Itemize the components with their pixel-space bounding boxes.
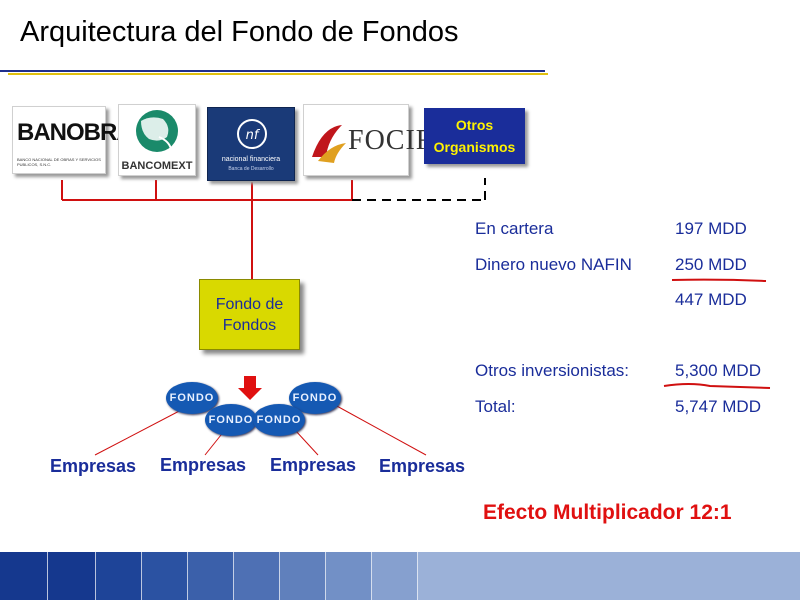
dinero-nuevo-label: Dinero nuevo NAFIN — [475, 255, 632, 274]
slide-title: Arquitectura del Fondo de Fondos — [20, 16, 459, 48]
otros-line2: Organismos — [433, 139, 516, 155]
bancomext-logo: BANCOMEXT — [118, 104, 196, 176]
otros-organismos-box: Otros Organismos — [424, 108, 525, 164]
en-cartera-label: En cartera — [475, 219, 554, 238]
banobras-logo: BANOBRAS BANCO NACIONAL DE OBRAS Y SERVI… — [12, 106, 149, 174]
dinero-nuevo-value: 250 MDD — [675, 255, 747, 274]
empresas-label: Empresas — [270, 455, 357, 475]
empresas-label: Empresas — [50, 456, 137, 476]
title-rule-blue — [0, 70, 545, 72]
empresas-label: Empresas — [160, 455, 247, 475]
banobras-subtext: BANCO NACIONAL DE OBRAS Y SERVICIOS PUBL… — [17, 157, 101, 167]
nafin-emblem-icon: nf — [237, 119, 267, 149]
fondo-ellipse: FONDO — [253, 404, 305, 436]
fondo-de-fondos-box: Fondo de Fondos — [199, 279, 300, 350]
bancomext-text: BANCOMEXT — [121, 160, 193, 172]
fondo-ellipse: FONDO — [166, 382, 218, 414]
subtotal-value: 447 MDD — [675, 290, 747, 309]
fondo-de-fondos-line2: Fondos — [222, 316, 277, 334]
svg-text:nf: nf — [246, 128, 261, 143]
nafin-logo: nf nacional financiera Banca de Desarrol… — [207, 107, 295, 181]
total-value: 5,747 MDD — [675, 397, 761, 416]
nafin-text: nacional financiera — [221, 156, 281, 163]
focir-logo: FOCIR — [303, 104, 434, 176]
focir-text: FOCIR — [348, 125, 436, 156]
total-label: Total: — [475, 397, 516, 416]
title-rule-yellow — [8, 73, 548, 75]
empresas-label: Empresas — [379, 456, 466, 476]
en-cartera-value: 197 MDD — [675, 219, 747, 238]
focir-emblem-icon — [312, 125, 346, 163]
fondo-ellipse: FONDO — [205, 404, 257, 436]
globe-icon — [136, 110, 178, 152]
otros-inversionistas-label: Otros inversionistas: — [475, 361, 629, 380]
fondo-de-fondos-line1: Fondo de — [215, 295, 284, 313]
otros-inversionistas-value: 5,300 MDD — [675, 361, 761, 380]
nafin-subtext: Banca de Desarrollo — [228, 166, 274, 172]
efecto-multiplicador: Efecto Multiplicador 12:1 — [483, 501, 732, 524]
footer-bar — [0, 552, 800, 600]
otros-line1: Otros — [455, 117, 494, 133]
down-arrow-icon — [238, 376, 262, 400]
